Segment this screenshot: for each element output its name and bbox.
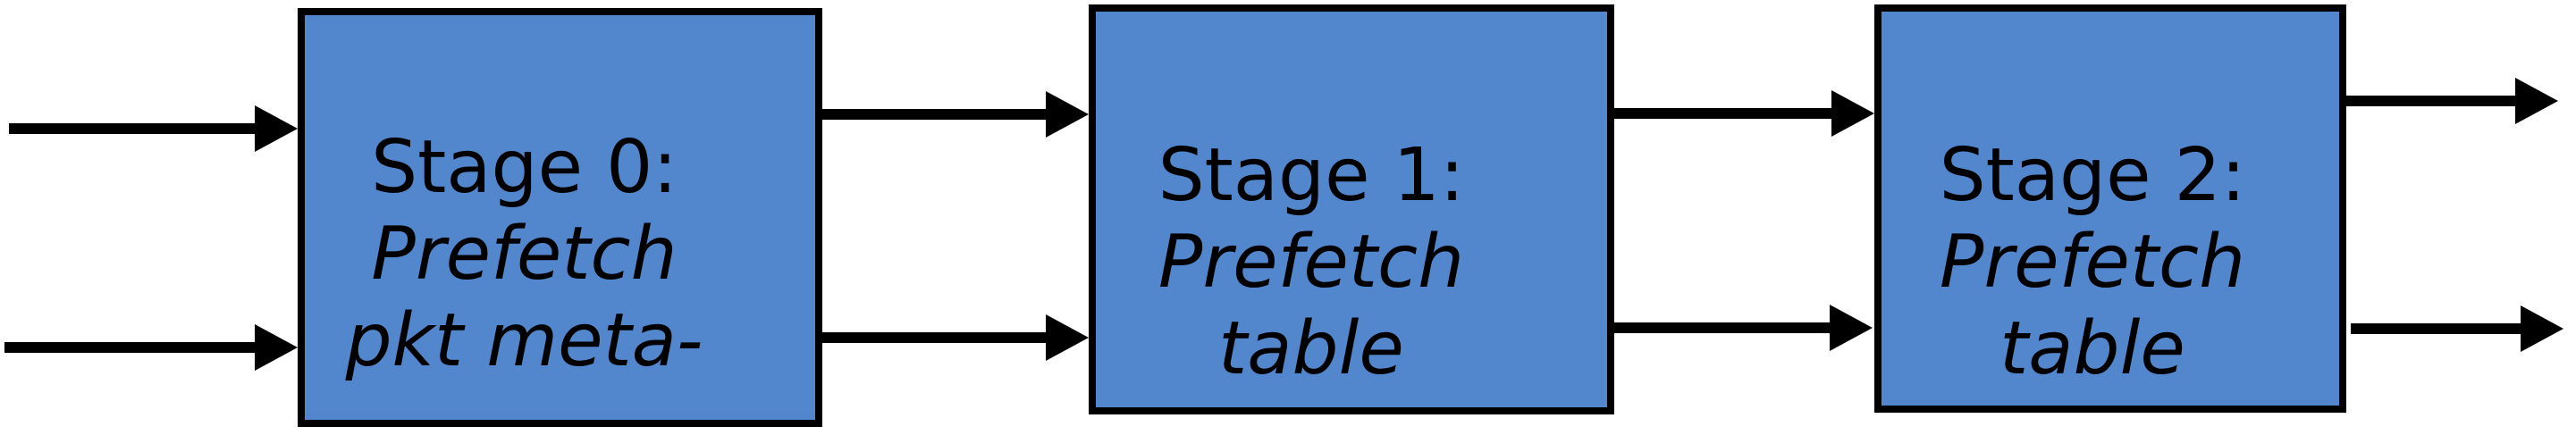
input-arrow-bottom bbox=[4, 324, 298, 371]
output-arrow-bottom bbox=[2351, 305, 2563, 352]
stage-2-title: Stage 2: bbox=[1939, 133, 2246, 218]
stage-1-subtitle-line-1: Prefetch bbox=[1158, 220, 1465, 305]
input-arrow-top bbox=[9, 105, 298, 152]
stage-box-0: Stage 0: Prefetch pkt meta- bbox=[298, 8, 822, 427]
stage-box-0-text: Stage 0: Prefetch pkt meta- bbox=[269, 124, 779, 384]
stage-box-1-text: Stage 1: Prefetch table bbox=[1056, 132, 1567, 392]
stage-2-subtitle-line-1: Prefetch bbox=[1939, 220, 2246, 305]
stage-box-2: Stage 2: Prefetch table bbox=[1874, 4, 2346, 413]
stage0-to-stage1-arrow-top bbox=[816, 91, 1089, 138]
stage-2-subtitle-line-2: table bbox=[1999, 306, 2185, 391]
stage-1-title: Stage 1: bbox=[1158, 133, 1465, 218]
stage-box-2-text: Stage 2: Prefetch table bbox=[1864, 132, 2321, 392]
stage1-to-stage2-arrow-bottom bbox=[1609, 305, 1873, 351]
stage-box-1: Stage 1: Prefetch table bbox=[1089, 4, 1614, 414]
stage-0-subtitle-line-2: pkt meta- bbox=[345, 298, 703, 383]
stage0-to-stage1-arrow-bottom bbox=[816, 314, 1089, 361]
stage-1-subtitle-line-2: table bbox=[1218, 306, 1404, 391]
stage-0-title: Stage 0: bbox=[371, 125, 678, 210]
stage-0-subtitle-line-1: Prefetch bbox=[371, 212, 678, 297]
output-arrow-top bbox=[2346, 78, 2558, 124]
stage1-to-stage2-arrow-top bbox=[1609, 90, 1874, 137]
